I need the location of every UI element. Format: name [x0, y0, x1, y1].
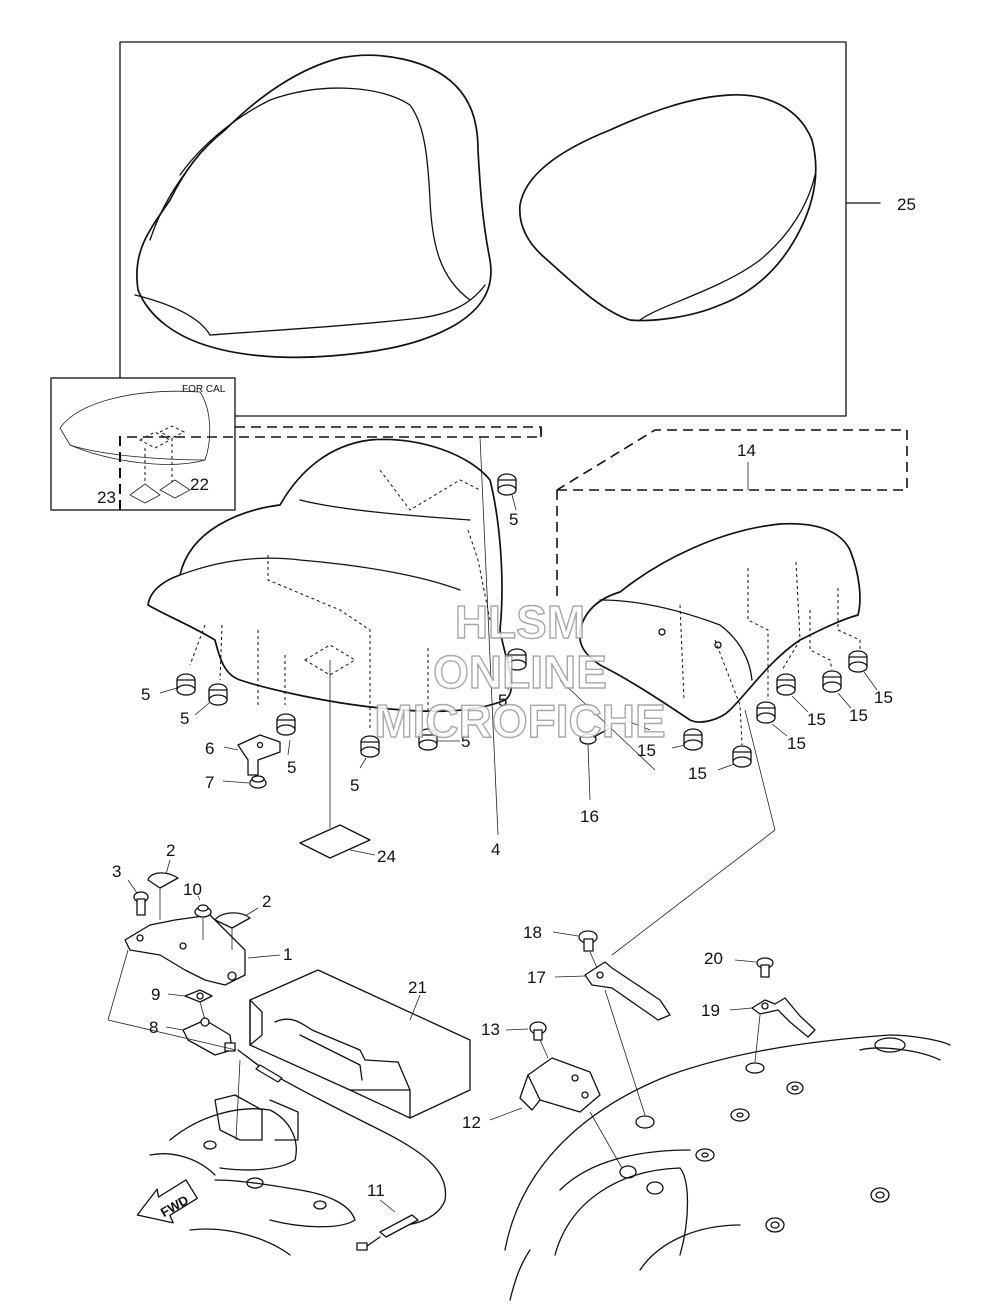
- cable-11: [237, 1049, 447, 1251]
- grommet-5-f: [507, 648, 527, 671]
- grommet-15-c: [776, 673, 796, 696]
- rear-fender-sketch: [504, 1034, 951, 1301]
- hook-12: [519, 1057, 601, 1113]
- callout-2-a: 2: [166, 841, 175, 860]
- callout-5-b: 5: [180, 709, 189, 728]
- grommet-15-e: [683, 728, 703, 751]
- bolt-3: [133, 891, 149, 916]
- bracket-19: [751, 997, 816, 1038]
- callout-19: 19: [701, 1001, 720, 1020]
- callout-10: 10: [183, 880, 202, 899]
- callout-17: 17: [527, 968, 546, 987]
- callout-12: 12: [462, 1113, 481, 1132]
- grommet-5-d: [360, 735, 380, 758]
- callout-6: 6: [205, 739, 214, 758]
- callout-16: 16: [580, 807, 599, 826]
- bolt-20: [756, 957, 774, 978]
- nut-7: [249, 775, 267, 789]
- callout-5-e: 5: [461, 732, 470, 751]
- callout-4: 4: [491, 840, 500, 859]
- screw-16: [579, 727, 611, 745]
- tool-tray-21: [249, 969, 471, 1119]
- callout-15-a: 15: [874, 688, 893, 707]
- grommet-15-d: [756, 701, 776, 724]
- callout-22: 22: [190, 475, 209, 494]
- callout-5-g: 5: [498, 691, 507, 710]
- seat-lock-parts: 1 2 2 3 10 9 8: [107, 841, 471, 1256]
- inset-label: FOR CAL: [182, 384, 226, 395]
- callout-5-d: 5: [350, 776, 359, 795]
- callout-25: 25: [897, 195, 916, 214]
- callout-23: 23: [97, 488, 116, 507]
- callout-15-d: 15: [787, 734, 806, 753]
- callout-15-f: 15: [688, 764, 707, 783]
- right-frame-parts: 18 17 13 12 20: [462, 923, 951, 1301]
- grommet-5-top: [497, 473, 517, 496]
- seat-cover-group: 25: [119, 41, 916, 417]
- bolt-18: [578, 930, 598, 952]
- callout-18: 18: [523, 923, 542, 942]
- watermark-line2: ONLINE: [433, 646, 607, 698]
- grommet-15-f: [732, 745, 752, 768]
- callout-2-b: 2: [262, 892, 271, 911]
- label-24: [299, 824, 371, 859]
- bracket-17: [584, 961, 671, 1021]
- callout-9: 9: [151, 985, 160, 1004]
- bracket-6: [237, 734, 281, 776]
- callout-1: 1: [283, 945, 292, 964]
- pad-2-b: [214, 912, 251, 929]
- bolt-13: [529, 1021, 547, 1041]
- grommet-5-b: [208, 683, 228, 706]
- front-seat-cover: [136, 54, 492, 359]
- rear-seat-cover: [519, 94, 817, 322]
- callout-15-c: 15: [807, 710, 826, 729]
- watermark-line3: MICROFICHE: [374, 695, 665, 747]
- callout-5-c: 5: [287, 758, 296, 777]
- rear-seat: [578, 522, 861, 723]
- callout-15-e: 15: [637, 741, 656, 760]
- front-seat-assembly: 5 5 5 5 5 5 5 6 7 24 4: [119, 426, 542, 866]
- callout-5-f: 5: [509, 510, 518, 529]
- callout-5-a: 5: [141, 685, 150, 704]
- callout-13: 13: [481, 1020, 500, 1039]
- lock-8: [182, 1017, 236, 1056]
- front-seat: [147, 438, 513, 713]
- frame-sketch-left: [149, 1094, 356, 1256]
- seat-cover-frame: [119, 41, 847, 417]
- grommet-15-b: [822, 670, 842, 693]
- pad-2-a: [147, 872, 179, 889]
- nut-10: [194, 904, 212, 918]
- rear-seat-assembly: 14 15 15 15 15 15 15 16: [556, 429, 908, 956]
- washer-9: [184, 989, 213, 1003]
- for-cal-inset: FOR CAL 23 22: [50, 377, 236, 511]
- callout-11: 11: [367, 1181, 385, 1200]
- grommet-5-c: [276, 713, 296, 736]
- watermark: HLSM ONLINE MICROFICHE: [374, 595, 667, 747]
- callout-14: 14: [737, 441, 756, 460]
- callout-3: 3: [112, 862, 121, 881]
- callout-20: 20: [704, 949, 723, 968]
- grommet-15-a: [848, 650, 868, 673]
- grommet-5-a: [176, 673, 196, 696]
- callout-7: 7: [205, 773, 214, 792]
- callout-21: 21: [408, 978, 427, 997]
- watermark-line1: HLSM: [455, 596, 585, 648]
- fwd-arrow-icon: FWD: [136, 1179, 198, 1224]
- callout-15-b: 15: [849, 706, 868, 725]
- callout-8: 8: [149, 1018, 158, 1037]
- callout-24: 24: [377, 847, 396, 866]
- grommet-5-e: [418, 728, 438, 751]
- lock-plate-1: [124, 914, 246, 986]
